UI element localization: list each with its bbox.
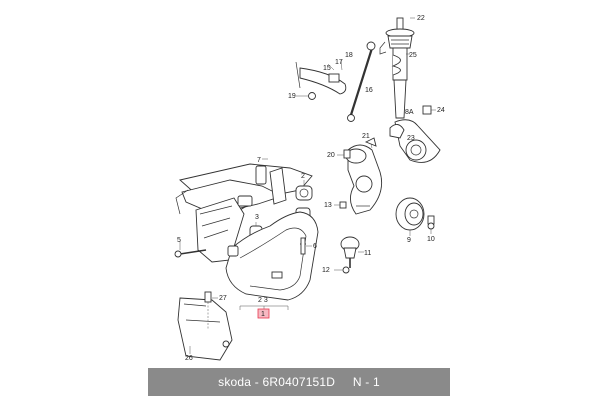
callout-7: 7 xyxy=(257,157,261,164)
strut-assembly xyxy=(379,17,415,119)
callout-18: 18 xyxy=(345,52,353,59)
callout-21: 21 xyxy=(362,133,370,140)
ball-joint xyxy=(334,236,364,274)
stabilizer-link xyxy=(295,41,376,122)
wishbone xyxy=(225,211,319,301)
callout-2-3: 2 3 xyxy=(258,297,268,304)
callout-15: 15 xyxy=(323,65,331,72)
callout-25: 25 xyxy=(409,52,417,59)
callout-13: 13 xyxy=(324,202,332,209)
callout-9: 9 xyxy=(407,237,411,244)
caption-page: N - 1 xyxy=(352,375,380,389)
callout-26: 26 xyxy=(185,355,193,362)
caption-separator: - xyxy=(254,375,259,389)
callout-1: 1 xyxy=(261,311,265,318)
underbody-cover xyxy=(177,291,233,361)
callout-10: 10 xyxy=(427,236,435,243)
caption-brand: skoda xyxy=(218,375,252,389)
callout-6: 6 xyxy=(313,243,317,250)
subframe xyxy=(175,158,313,263)
callout-17: 17 xyxy=(335,59,343,66)
callout-1-highlight[interactable]: 1 xyxy=(257,308,270,319)
callout-2: 2 xyxy=(301,173,305,180)
callout-22: 22 xyxy=(417,15,425,22)
callout-23: 23 xyxy=(407,135,415,142)
wheel-bearing-housing xyxy=(389,105,441,163)
steering-knuckle xyxy=(334,137,383,215)
callout-8a: 8A xyxy=(405,109,414,116)
callout-12: 12 xyxy=(322,267,330,274)
part-caption-bar: skoda - 6R0407151D N - 1 xyxy=(148,368,450,396)
callout-24: 24 xyxy=(437,107,445,114)
callout-27: 27 xyxy=(219,295,227,302)
wheel-hub xyxy=(395,197,435,236)
callout-20: 20 xyxy=(327,152,335,159)
callout-16: 16 xyxy=(365,87,373,94)
callout-5: 5 xyxy=(177,237,181,244)
caption-part-number: 6R0407151D xyxy=(262,375,336,389)
callout-19: 19 xyxy=(288,93,296,100)
bolt-5 xyxy=(174,241,207,258)
callout-3: 3 xyxy=(255,214,259,221)
callout-11: 11 xyxy=(364,250,371,257)
